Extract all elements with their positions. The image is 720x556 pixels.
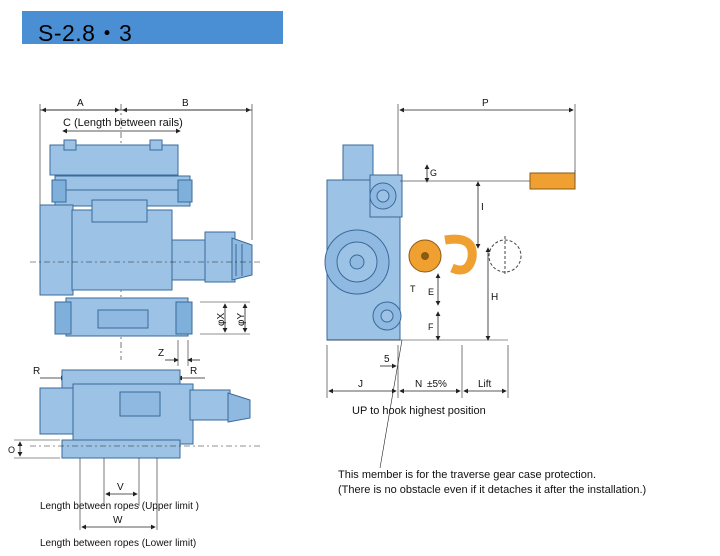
protection-note: This member is for the traverse gear cas…	[338, 339, 646, 496]
note-line-1: This member is for the traverse gear cas…	[338, 469, 596, 481]
dim-t-label: T	[410, 284, 416, 294]
note-line-2: (There is no obstacle even if it detache…	[338, 484, 646, 496]
phi-y-label: φY	[236, 313, 247, 326]
side-view: P G I E H T F	[324, 98, 576, 417]
dim-v-label: V	[117, 482, 124, 493]
dim-o-label: O	[8, 445, 15, 455]
dim-j-label: J	[358, 379, 363, 390]
dim-r-right-label: R	[190, 366, 197, 377]
dim-p-label: P	[482, 98, 489, 109]
dim-r-left-label: R	[33, 366, 40, 377]
dim-e-label: E	[428, 287, 434, 297]
dim-b-label: B	[182, 98, 189, 109]
upper-limit-label: Length between ropes (Upper limit )	[40, 501, 199, 512]
front-view: A B C (Length between rails) φX	[30, 98, 262, 366]
dim-z-label: Z	[158, 348, 164, 359]
dim-i-label: I	[481, 202, 484, 213]
page-title: S-2.8・3	[38, 20, 133, 46]
lower-limit-label: Length between ropes (Lower limit)	[40, 538, 196, 549]
bottom-view: R R O V Length between ropes (Upper limi…	[8, 366, 262, 549]
rail-length-label: C (Length between rails)	[63, 117, 183, 129]
dim-f-label: F	[428, 322, 434, 332]
hook-position-note: UP to hook highest position	[352, 405, 486, 417]
tolerance-label: ±5%	[427, 379, 447, 390]
title-bar: S-2.8・3	[22, 11, 283, 46]
phi-x-label: φX	[216, 313, 227, 326]
dim-w-label: W	[113, 515, 123, 526]
lift-label: Lift	[478, 379, 492, 390]
dim-5-label: 5	[384, 354, 390, 365]
dim-n-label: N	[415, 379, 422, 390]
dim-h-label: H	[491, 292, 498, 303]
dim-a-label: A	[77, 98, 84, 109]
dim-g-label: G	[430, 168, 437, 178]
